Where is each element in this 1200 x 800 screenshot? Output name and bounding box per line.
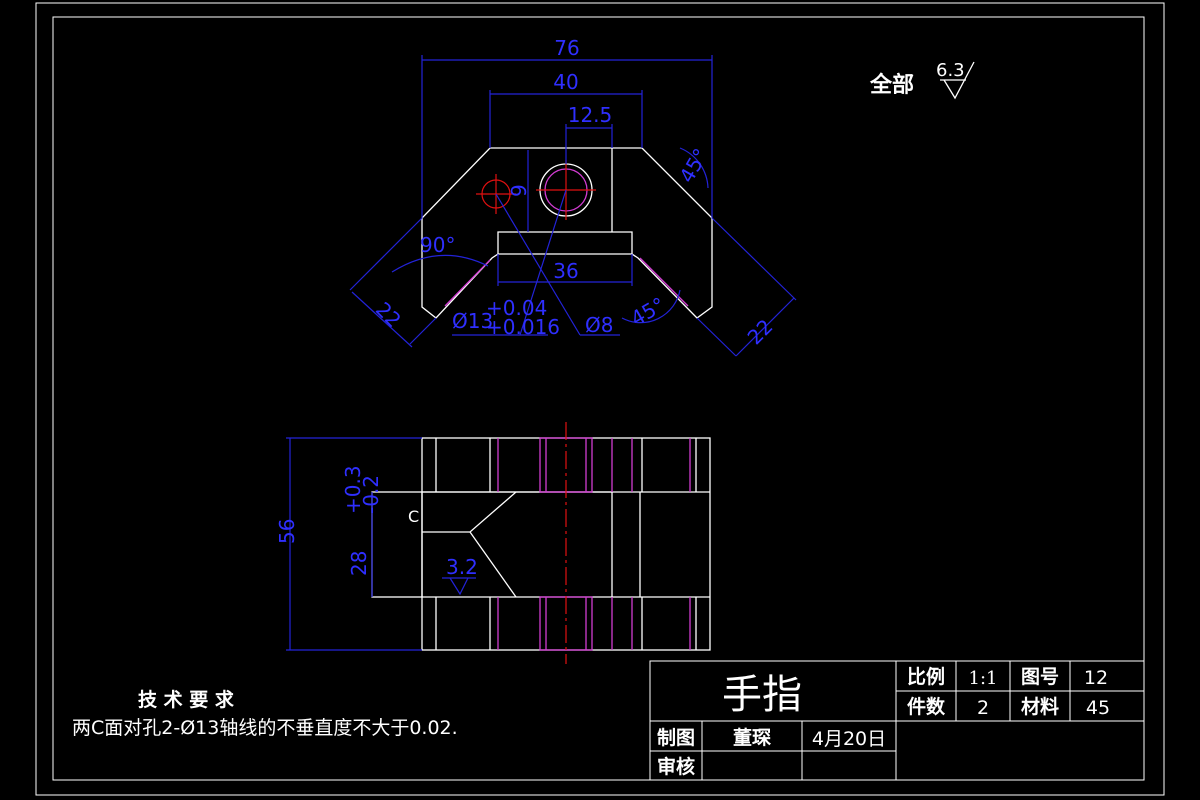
scale-label: 比例 <box>907 665 945 688</box>
part-name: 手指 <box>722 672 802 718</box>
dim-hole-8: Ø8 <box>585 313 613 337</box>
dim-hole-13: Ø13 <box>452 309 493 333</box>
roughness-symbol-c <box>442 577 476 596</box>
v-groove-top <box>422 491 517 533</box>
roughness-label: 全部 <box>869 72 914 98</box>
dim-45-bottom: 45° <box>627 292 670 331</box>
front-view: 56 28 +0.3 -0.2 C 3.2 <box>275 422 711 664</box>
dim-22-left-line <box>351 291 413 348</box>
material-label: 材料 <box>1021 695 1059 718</box>
dim-22-left: 22 <box>371 297 406 332</box>
face-c-label: C <box>408 507 419 526</box>
dim-45-arc-bottom <box>621 289 681 324</box>
title-block: 手指 比例 1:1 图号 12 件数 2 材料 45 制图 董琛 4月20日 审… <box>649 660 1145 781</box>
tech-heading: 技 术 要 求 <box>138 688 235 711</box>
v-groove-bottom <box>469 531 517 598</box>
drawn-name: 董琛 <box>733 727 771 749</box>
tech-note: 两C面对孔2-Ø13轴线的不垂直度不大于0.02. <box>72 717 458 739</box>
dim-56: 56 <box>275 519 299 544</box>
dim-90-arc <box>391 254 489 273</box>
dim-hole-13-tol-upper: +0.04 <box>486 296 547 320</box>
dim-28: 28 <box>347 551 371 576</box>
dim-28-tol-upper: +0.3 <box>341 465 365 514</box>
outer-border <box>35 2 1165 796</box>
drawing-no-label: 图号 <box>1021 666 1059 688</box>
dim-9: 9 <box>507 184 531 197</box>
roughness-c: 3.2 <box>446 555 478 579</box>
dim-28-tol-lower: -0.2 <box>359 475 383 514</box>
drawn-date: 4月20日 <box>812 728 886 750</box>
material-value: 45 <box>1086 697 1110 719</box>
dim-90: 90° <box>420 233 455 257</box>
inner-border <box>52 16 1145 781</box>
dim-hole-13-tol-lower: +0.016 <box>486 315 560 339</box>
qty-label: 件数 <box>907 695 946 718</box>
dim-36: 36 <box>553 259 578 283</box>
top-view-outline <box>421 147 713 319</box>
roughness-value: 6.3 <box>936 60 965 81</box>
dim-22-right-line <box>735 297 795 357</box>
check-label: 审核 <box>657 755 695 778</box>
leader-hole-13 <box>519 189 567 336</box>
hidden-chamfer-right <box>639 257 689 307</box>
hidden-chamfer-left <box>444 259 491 307</box>
dim-76: 76 <box>554 36 579 60</box>
drawn-label: 制图 <box>657 726 695 749</box>
scale-value: 1:1 <box>969 668 998 689</box>
top-view: 76 40 12.5 45° 9 90° 36 22 22 <box>349 36 797 357</box>
dim-12-5: 12.5 <box>568 103 613 127</box>
dim-40: 40 <box>553 70 578 94</box>
overall-roughness: 全部 6.3 <box>869 60 975 100</box>
qty-value: 2 <box>977 697 989 719</box>
roughness-symbol <box>940 61 975 100</box>
drawing-no-value: 12 <box>1084 667 1108 689</box>
leader-hole-8 <box>495 193 581 336</box>
dim-45-arc-top <box>679 147 709 189</box>
